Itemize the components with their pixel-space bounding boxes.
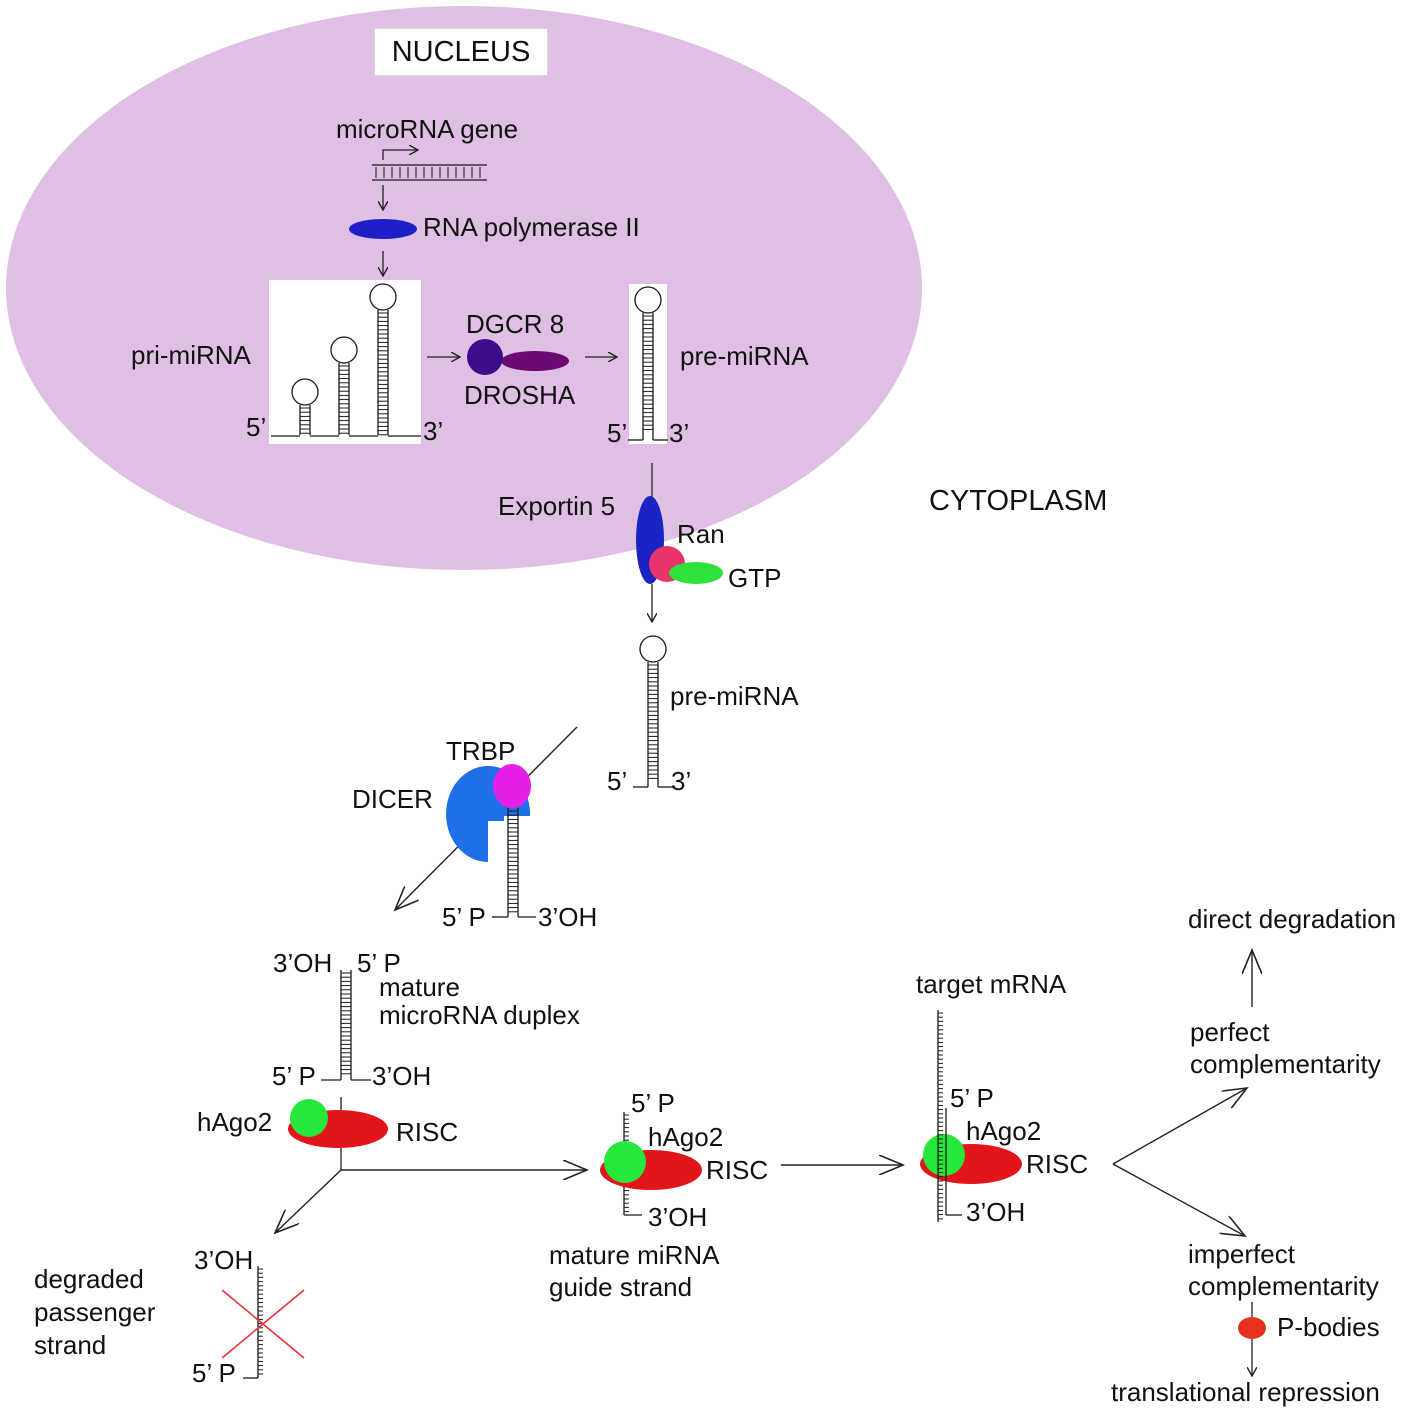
target-risc-label: RISC: [1026, 1149, 1089, 1179]
microrna-gene-label: microRNA gene: [336, 114, 519, 144]
arrow-to-perfect: [1112, 1088, 1247, 1165]
arrow-to-imperfect: [1112, 1163, 1245, 1236]
guide-risc-label: RISC: [706, 1155, 769, 1185]
cytoplasmic-pre-3prime-label: 3’: [671, 766, 692, 796]
dgcr8-label: DGCR 8: [466, 309, 565, 339]
imperfect-label-line-2: complementarity: [1188, 1271, 1379, 1301]
p-bodies-shape: [1238, 1317, 1266, 1339]
gtp-shape: [669, 562, 723, 584]
risc-label-1: RISC: [396, 1117, 459, 1147]
translational-repression-label: translational repression: [1111, 1377, 1380, 1407]
drosha-label: DROSHA: [464, 380, 576, 410]
guide-3oh-label: 3’OH: [648, 1202, 708, 1232]
dgcr8-shape: [467, 339, 503, 375]
p-bodies-label: P-bodies: [1277, 1312, 1380, 1342]
duplex-label-line-2: microRNA duplex: [379, 1000, 580, 1030]
passenger-label-line-2: passenger: [34, 1297, 156, 1327]
guide-label-line-1: mature miRNA: [549, 1240, 720, 1270]
dicer-label: DICER: [352, 784, 433, 814]
trbp-label: TRBP: [446, 736, 516, 766]
duplex-3oh-bottom-label: 3’OH: [372, 1061, 432, 1091]
nucleus-title: NUCLEUS: [374, 28, 548, 76]
transcription-start-arrow: [382, 150, 418, 160]
duplex-5p-bottom-label: 5’ P: [272, 1061, 316, 1091]
pri-mirna-label: pri-miRNA: [131, 340, 251, 370]
duplex-3oh-top-label: 3’OH: [273, 948, 333, 978]
target-3oh-label: 3’OH: [966, 1197, 1026, 1227]
passenger-label-line-1: degraded: [34, 1264, 144, 1294]
drosha-shape: [501, 351, 569, 371]
arrow-to-passenger: [275, 1169, 342, 1233]
nucleus-compartment: [6, 6, 922, 570]
duplex-label-line-1: mature: [379, 972, 460, 1002]
pri-mirna-structure-icon: [271, 283, 421, 437]
gtp-label: GTP: [728, 563, 782, 593]
hago2-shape-1: [290, 1099, 328, 1137]
dicer-5p-label: 5’ P: [442, 902, 486, 932]
perfect-label-line-1: perfect: [1190, 1017, 1270, 1047]
cytoplasmic-pre-mirna-icon: [633, 635, 673, 788]
nuclear-pre-3prime-label: 3’: [669, 418, 690, 448]
guide-hago2-label: hAgo2: [648, 1122, 724, 1152]
nuclear-pre-mirna-icon: [628, 286, 668, 441]
trbp-shape: [493, 764, 531, 808]
guide-label-line-2: guide strand: [549, 1272, 693, 1302]
cytoplasmic-pre-5prime-label: 5’: [607, 766, 628, 796]
guide-5p-label: 5’ P: [631, 1088, 675, 1118]
perfect-label-line-2: complementarity: [1190, 1049, 1381, 1079]
hago2-shape-3: [923, 1134, 965, 1176]
pri-5prime-label: 5’: [246, 412, 267, 442]
target-mrna-label: target mRNA: [916, 969, 1067, 999]
rna-polymerase-shape: [349, 219, 417, 239]
nuclear-pre-5prime-label: 5’: [607, 418, 628, 448]
duplex-5p-top-label: 5’ P: [357, 948, 401, 978]
imperfect-label-line-1: imperfect: [1188, 1239, 1295, 1269]
hago2-shape-2: [604, 1141, 646, 1183]
dicer-3oh-label: 3’OH: [538, 902, 598, 932]
cytoplasmic-pre-mirna-label: pre-miRNA: [670, 681, 799, 711]
cytoplasm-title: CYTOPLASM: [929, 485, 1108, 517]
dicer-product-icon: [492, 808, 536, 918]
direct-degradation-label: direct degradation: [1188, 904, 1397, 934]
target-mrna-icon: [937, 1010, 962, 1222]
nuclear-pre-mirna-label: pre-miRNA: [680, 341, 809, 371]
rna-polymerase-label: RNA polymerase II: [423, 212, 640, 242]
microrna-gene-icon: [372, 164, 487, 181]
passenger-label-line-3: strand: [34, 1330, 107, 1360]
degradation-cross-b: [221, 1289, 305, 1359]
passenger-strand-icon: [243, 1266, 263, 1379]
passenger-5p-label: 5’ P: [192, 1358, 236, 1388]
hago2-label-1: hAgo2: [197, 1107, 273, 1137]
exportin-5-label: Exportin 5: [498, 491, 616, 521]
target-5p-label: 5’ P: [950, 1083, 994, 1113]
ran-label: Ran: [677, 519, 725, 549]
pri-3prime-label: 3’: [423, 416, 444, 446]
target-hago2-label: hAgo2: [966, 1116, 1042, 1146]
passenger-3oh-label: 3’OH: [194, 1245, 254, 1275]
mature-duplex-icon: [321, 970, 371, 1110]
